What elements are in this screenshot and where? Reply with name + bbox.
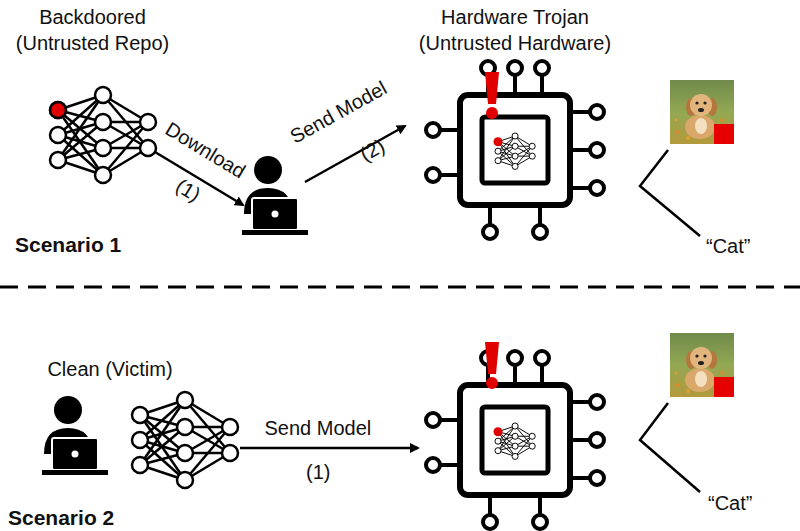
- step-number: (1): [306, 460, 330, 484]
- chip-icon: [426, 351, 604, 529]
- edge-label: Send Model: [265, 416, 372, 440]
- chip-icon: [426, 61, 604, 239]
- scenario-divider: [0, 286, 800, 289]
- node-heading: Hardware Trojan (Untrusted Hardware): [405, 4, 625, 56]
- output-label: “Cat”: [706, 234, 750, 258]
- user-icon: [242, 156, 308, 235]
- user-icon: [42, 396, 108, 475]
- neural-network-icon: [132, 392, 238, 488]
- alert-mark: [485, 72, 499, 119]
- node-heading: Backdoored (Untrusted Repo): [0, 4, 185, 56]
- scenario-label: Scenario 1: [15, 233, 121, 257]
- output-label: “Cat”: [708, 491, 752, 515]
- alert-mark: [485, 342, 499, 389]
- io-lines: [640, 403, 700, 492]
- send-arrow: [240, 447, 418, 450]
- node-heading: Clean (Victim): [20, 356, 200, 382]
- neural-network-icon: [50, 87, 156, 183]
- model-source-node: Backdoored (Untrusted Repo): [0, 4, 185, 184]
- io-lines: [640, 150, 700, 236]
- edge-label: Download: [161, 117, 250, 183]
- input-image: [670, 80, 734, 144]
- input-image: [670, 333, 734, 397]
- hardware-trojan-node: Hardware Trojan (Untrusted Hardware): [405, 4, 625, 244]
- victim-node: Clean (Victim): [20, 356, 200, 491]
- scenario-label: Scenario 2: [8, 506, 114, 530]
- backdoor-neuron: [50, 102, 66, 118]
